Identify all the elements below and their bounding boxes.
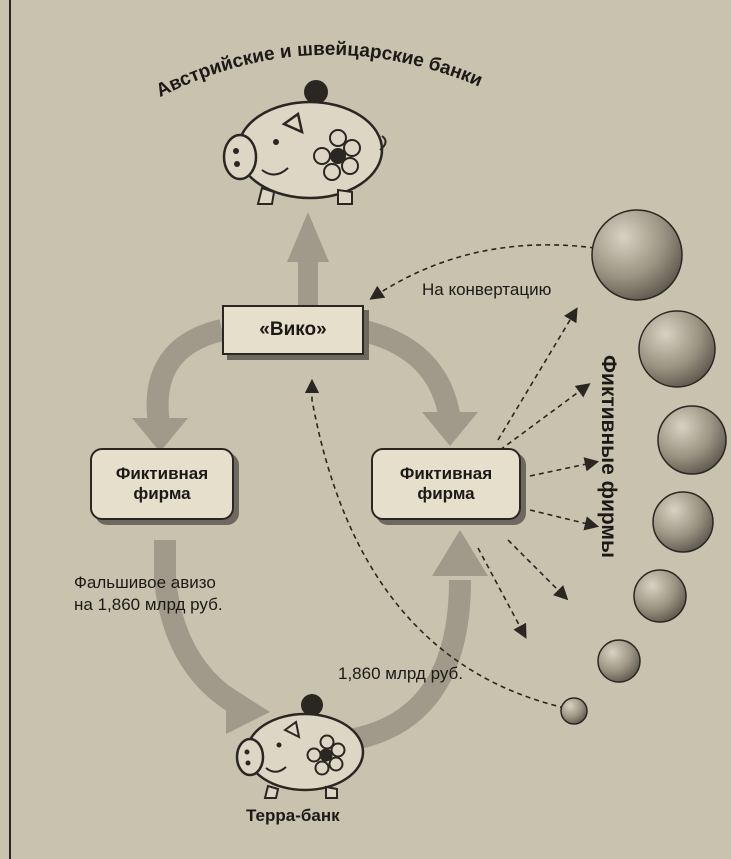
arrow-left-firm-to-terra	[154, 540, 270, 734]
vico-box: «Вико»	[222, 305, 364, 355]
terra-bank-label: Терра-банк	[246, 806, 340, 825]
left-firm-box: Фиктивная фирма	[90, 448, 234, 520]
fictitious-firm-spheres	[560, 209, 727, 725]
firm-sphere	[597, 639, 641, 683]
conversion-label: На конвертацию	[422, 280, 552, 299]
firm-sphere	[657, 405, 727, 475]
fictitious-firms-label: Фиктивные фирмы	[597, 355, 620, 558]
left-firm-label: Фиктивная фирма	[115, 464, 209, 503]
amount-label: 1,860 млрд руб.	[338, 664, 463, 683]
avizo-label-line2: на 1,860 млрд руб.	[74, 595, 223, 614]
dashed-arrow-firm-4	[529, 509, 600, 531]
firm-sphere	[652, 491, 714, 553]
firm-sphere	[638, 310, 716, 388]
arrow-terra-to-right-firm	[347, 530, 488, 751]
arrow-vico-to-left-firm	[132, 319, 225, 452]
right-firm-label: Фиктивная фирма	[399, 464, 493, 503]
dashed-arrow-firm-5	[507, 539, 569, 601]
top-piggy-bank-icon	[222, 80, 387, 205]
terra-piggy-bank-icon	[235, 694, 365, 799]
avizo-label-line1: Фальшивое авизо	[74, 573, 216, 592]
dashed-arrow-to-vico	[304, 378, 566, 709]
dashed-arrow-conversion	[369, 244, 596, 300]
dashed-arrow-firm-6	[477, 547, 527, 639]
firm-sphere	[633, 569, 687, 623]
firm-sphere	[591, 209, 683, 301]
vico-label: «Вико»	[259, 319, 327, 340]
arrow-vico-to-right-firm	[357, 319, 478, 446]
dashed-arrow-firm-3	[529, 457, 600, 477]
dashed-arrow-firm-2	[499, 383, 591, 451]
firm-sphere	[560, 697, 588, 725]
arrow-up-to-foreign-banks	[287, 212, 329, 314]
right-firm-box: Фиктивная фирма	[371, 448, 521, 520]
column-rule	[9, 0, 11, 859]
dashed-arrow-firm-1	[497, 307, 578, 441]
